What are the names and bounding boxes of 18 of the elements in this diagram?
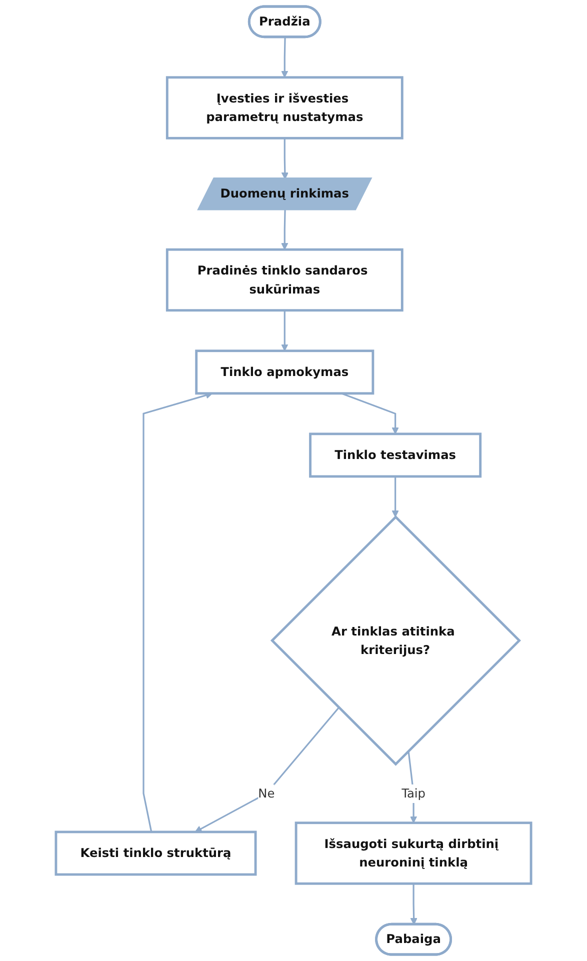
arrow (281, 37, 288, 78)
edge-label: Taip (402, 786, 426, 801)
arrow (281, 138, 288, 180)
node-box: Įvesties ir išvesties parametrų nustatymas (166, 76, 404, 140)
node-box: Keisti tinklo struktūrą (54, 830, 257, 876)
node-box: Išsaugoti sukurtą dirbtinį neuroninį tinklą (294, 822, 532, 885)
node-box: Pradinės tinklo sandaros sukūrimas (166, 248, 404, 312)
arrow (410, 884, 418, 925)
arrow (341, 392, 399, 434)
node-box: Tinklo apmokymas (195, 350, 374, 395)
arrow (281, 310, 288, 352)
node-diamond: Ar tinklas atitinka kriterijus? (270, 515, 521, 766)
arrow (408, 750, 418, 824)
arrow (281, 209, 288, 250)
arrow (194, 707, 340, 832)
arrow (392, 476, 399, 518)
node-box: Tinklo testavimas (309, 432, 482, 478)
edge-label: Ne (258, 786, 275, 801)
